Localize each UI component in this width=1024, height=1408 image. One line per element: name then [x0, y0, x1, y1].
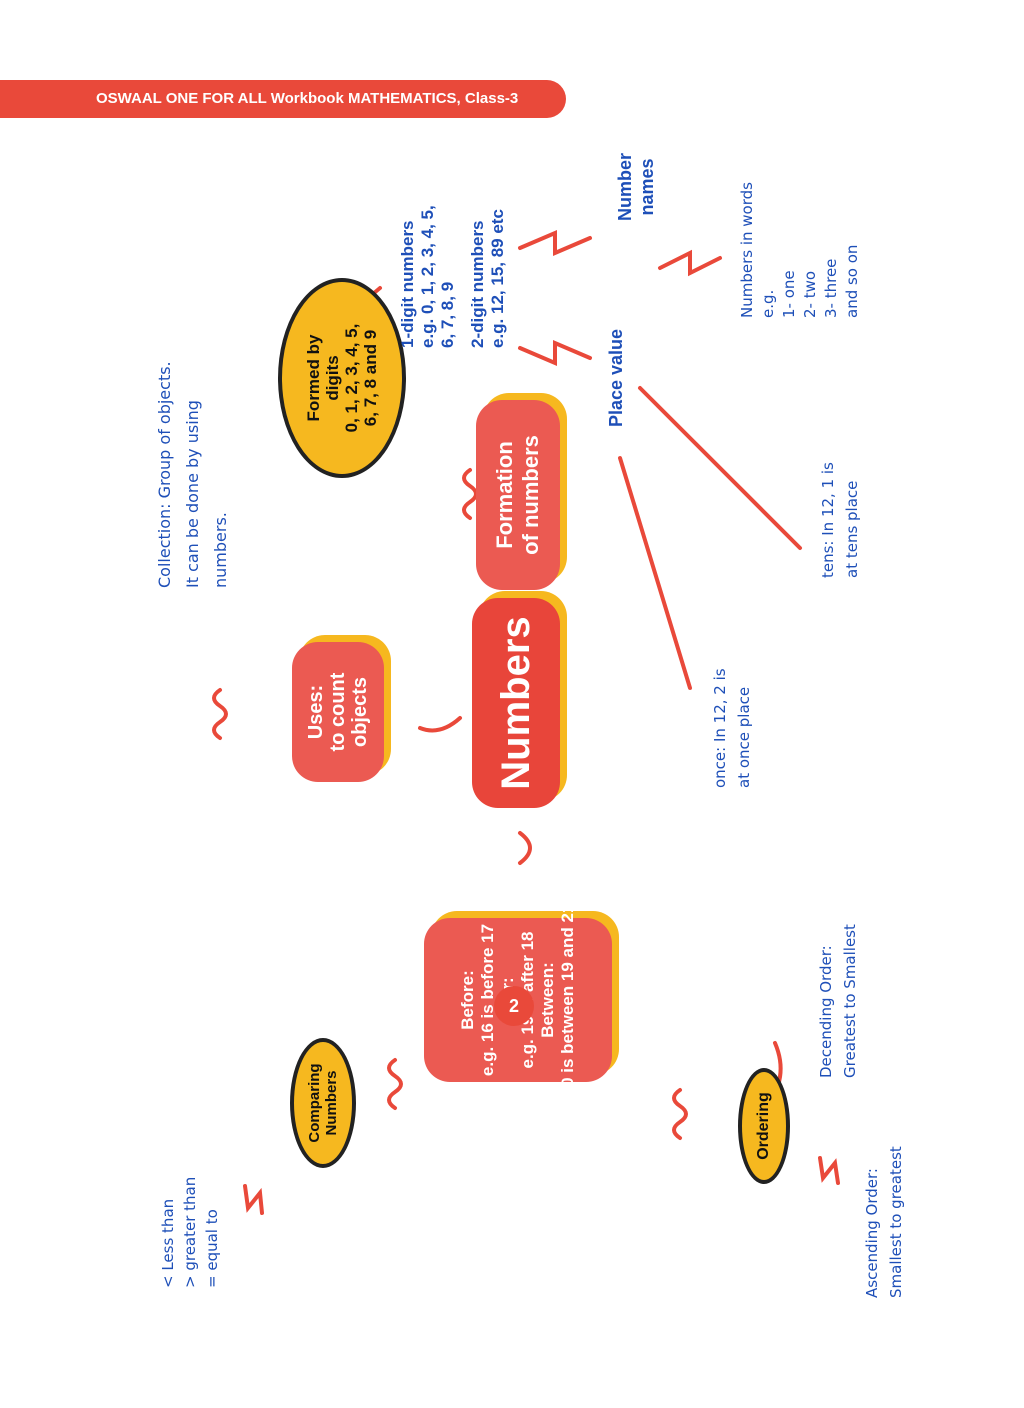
words-line-4: 2- two: [801, 270, 819, 318]
uses-node: Uses: to count objects: [292, 642, 384, 782]
tens-line-1: tens: In 12, 1 is: [819, 462, 837, 578]
formation-line-2: of numbers: [518, 435, 543, 555]
descending-note: Decending Order: Greatest to Smallest: [808, 848, 868, 1078]
one-digit-line-2: e.g. 0, 1, 2, 3, 4, 5,: [418, 205, 437, 348]
formed-by-line-2: digits: [323, 355, 342, 401]
collection-line-3: numbers.: [211, 512, 230, 588]
before-label: Before:: [458, 970, 477, 1030]
number-names-line-2: names: [637, 158, 657, 216]
comparing-line-2: Numbers: [323, 1070, 340, 1136]
comparing-line-1: Comparing: [306, 1063, 323, 1143]
arrow-to-uses: [418, 716, 462, 733]
ascending-line-1: Ascending Order:: [863, 1168, 881, 1298]
tens-note: tens: In 12, 1 is at tens place: [812, 388, 868, 578]
words-line-6: and so on: [843, 244, 861, 318]
collection-line-1: Collection: Group of objects.: [155, 361, 174, 588]
one-digit-line-3: 6, 7, 8, 9: [438, 281, 457, 348]
words-line-1: Numbers in words: [738, 182, 756, 318]
formed-by-line-1: Formed by: [304, 334, 323, 422]
formation-node: Formation of numbers: [476, 400, 560, 590]
tens-line-2: at tens place: [843, 480, 861, 578]
page-number-badge: 2: [494, 986, 534, 1026]
ascending-line-2: Smallest to greatest: [887, 1146, 905, 1298]
comparing-oval: Comparing Numbers: [290, 1038, 356, 1168]
arrow-to-before: [518, 831, 532, 865]
collection-line-2: It can be done by using: [183, 400, 202, 588]
symbol-equal: = equal to: [203, 1209, 221, 1288]
arrow-to-number-names: [518, 229, 592, 257]
descending-line-2: Greatest to Smallest: [841, 924, 859, 1078]
formed-by-line-4: 6, 7, 8 and 9: [361, 329, 380, 427]
place-value-node: Place value: [598, 308, 634, 448]
ascending-note: Ascending Order: Smallest to greatest: [854, 1068, 914, 1298]
place-value-label: Place value: [605, 328, 626, 428]
arrow-to-ordering: [672, 1088, 688, 1140]
ordering-label: Ordering: [755, 1092, 772, 1160]
symbol-less: < Less than: [159, 1198, 177, 1288]
arrow-to-symbols: [243, 1184, 264, 1215]
formed-by-line-3: 0, 1, 2, 3, 4, 5,: [342, 323, 361, 433]
between-label: Between:: [538, 962, 557, 1038]
number-names-node: Number names: [608, 132, 664, 242]
page-number: 2: [508, 995, 519, 1016]
two-digit-note: 2-digit numbers e.g. 12, 15, 89 etc: [464, 138, 512, 348]
uses-line-1: Uses:: [305, 684, 327, 740]
numbers-label: Numbers: [493, 616, 538, 790]
header-title: OSWAAL ONE FOR ALL Workbook MATHEMATICS,…: [96, 90, 519, 107]
arrow-to-formed-by: [462, 468, 478, 520]
header-banner: OSWAAL ONE FOR ALL Workbook MATHEMATICS,…: [0, 80, 566, 118]
arrow-to-ascending: [818, 1156, 840, 1185]
once-line-1: once: In 12, 2 is: [711, 668, 729, 788]
formed-by-oval: Formed by digits 0, 1, 2, 3, 4, 5, 6, 7,…: [278, 278, 406, 478]
one-digit-line-1: 1-digit numbers: [398, 220, 417, 348]
two-digit-line-1: 2-digit numbers: [468, 220, 487, 348]
one-digit-note: 1-digit numbers e.g. 0, 1, 2, 3, 4, 5, 6…: [392, 138, 464, 348]
collection-note: Collection: Group of objects. It can be …: [148, 288, 238, 588]
once-note: once: In 12, 2 is at once place: [704, 598, 760, 788]
words-line-5: 3- three: [822, 258, 840, 318]
words-line-3: 1- one: [780, 270, 798, 318]
arrow-to-once: [618, 456, 692, 690]
arrow-to-words: [658, 249, 722, 277]
uses-line-2: to count: [327, 672, 349, 752]
numbers-node: Numbers: [472, 598, 560, 808]
arrow-to-place-value: [518, 339, 592, 367]
formation-line-1: Formation: [492, 441, 517, 549]
words-line-2: e.g.: [759, 289, 777, 318]
arrow-to-comparing: [387, 1058, 403, 1110]
between-example: 20 is between 19 and 21: [558, 903, 577, 1097]
arrow-to-tens: [638, 386, 802, 550]
uses-line-3: objects: [349, 676, 371, 748]
ordering-oval: Ordering: [738, 1068, 790, 1184]
symbol-greater: > greater than: [181, 1176, 199, 1288]
arrow-to-collection: [212, 688, 228, 740]
numbers-in-words-note: Numbers in words e.g. 1- one 2- two 3- t…: [730, 118, 870, 318]
two-digit-line-2: e.g. 12, 15, 89 etc: [488, 209, 507, 348]
number-names-line-1: Number: [615, 153, 635, 222]
symbols-note: < Less than > greater than = equal to: [150, 1108, 230, 1288]
descending-line-1: Decending Order:: [817, 945, 835, 1078]
once-line-2: at once place: [735, 686, 753, 788]
